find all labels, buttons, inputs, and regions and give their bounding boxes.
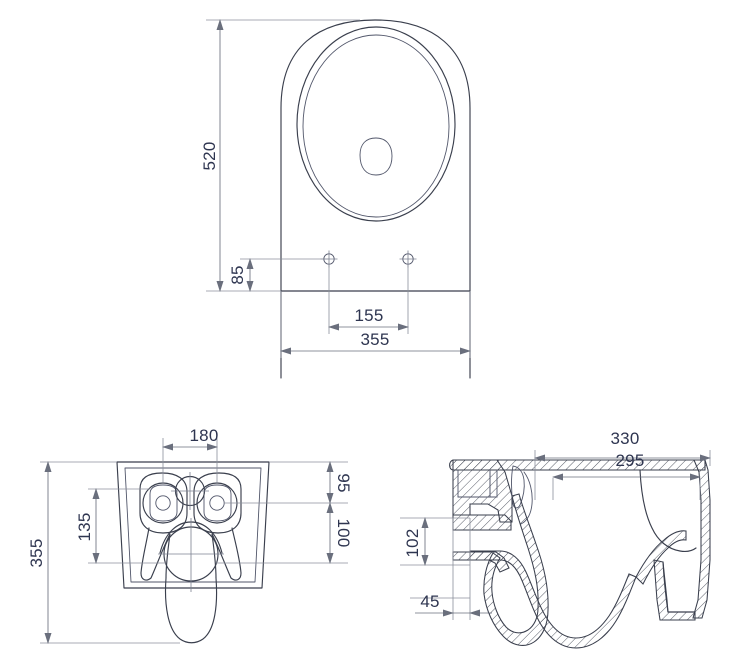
rear-dim-180-label: 180 — [190, 426, 219, 445]
rear-boss-left-square — [149, 484, 178, 522]
section-spigot-bottom — [452, 551, 510, 573]
rear-dim-100-label: 100 — [334, 519, 353, 548]
front-bowl-rim-outer — [296, 26, 456, 222]
front-dim-520-label: 520 — [200, 142, 219, 171]
section-pedestal — [635, 530, 687, 585]
front-water-spot — [359, 137, 393, 176]
rear-view: 180 355 135 95 100 — [27, 426, 353, 644]
front-dim-85-label: 85 — [228, 265, 247, 284]
section-dim-330-label: 330 — [611, 429, 640, 448]
section-right-wall — [692, 459, 711, 619]
section-dim-295-label: 295 — [616, 451, 645, 470]
rear-tongue-outline — [164, 577, 218, 644]
section-dim-45-label: 45 — [420, 592, 439, 611]
rear-boss-right-square — [203, 484, 232, 522]
section-view: 330 295 102 45 — [400, 429, 711, 649]
rear-leg-left — [140, 527, 171, 581]
rear-body-inner-outline — [124, 467, 262, 583]
rear-leg-right — [211, 527, 242, 581]
front-bowl-rim-inner — [302, 34, 450, 218]
front-dim-355-label: 355 — [361, 330, 390, 349]
rear-body-outline — [116, 461, 270, 589]
rear-dim-135-label: 135 — [75, 513, 94, 542]
front-view: 520 85 155 355 — [200, 19, 471, 379]
rear-bolt-hole-left — [155, 495, 171, 511]
section-trap — [469, 550, 637, 649]
front-dim-155-label: 155 — [355, 306, 384, 325]
section-bowl-inner-right — [639, 469, 697, 552]
front-body-outline — [280, 19, 471, 292]
section-pedestal-inner — [662, 561, 669, 613]
section-rim-top — [449, 459, 706, 471]
section-dim-102-label: 102 — [403, 529, 422, 558]
rear-dim-355-label: 355 — [27, 539, 46, 568]
section-spigot-top — [452, 514, 512, 531]
rear-dim-95-label: 95 — [334, 473, 353, 492]
